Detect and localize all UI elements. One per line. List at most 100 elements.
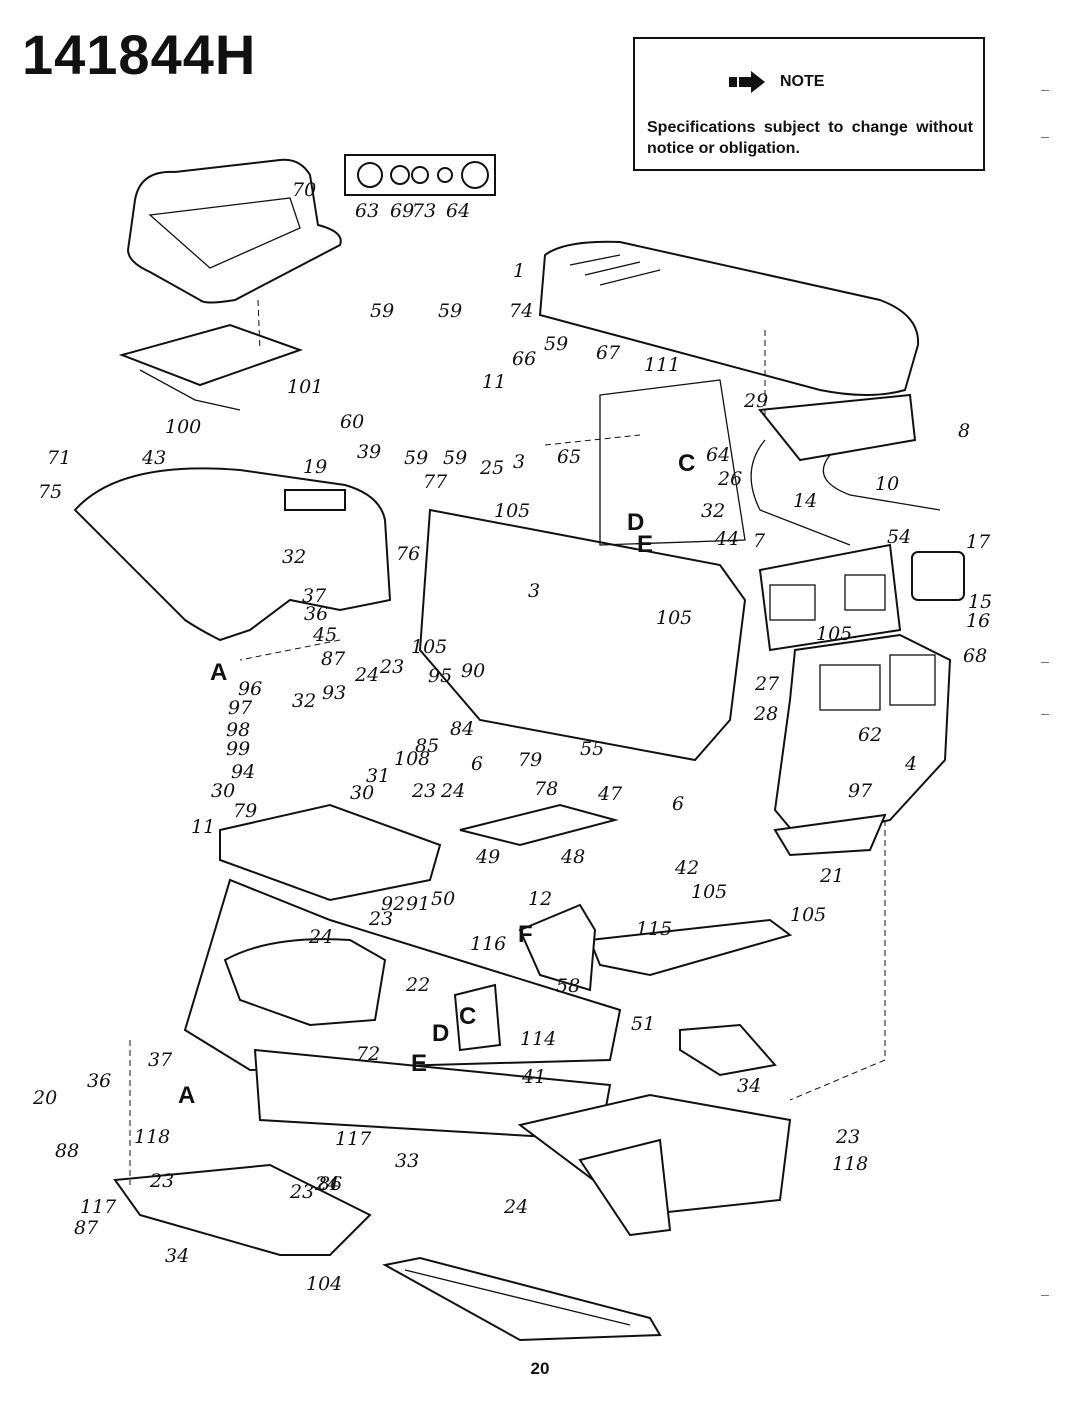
deflector [588,918,793,977]
callout: 43 [141,447,166,469]
arrow-right-icon [729,71,765,93]
callout: 87 [321,648,346,670]
callout: 1 [513,260,525,282]
callout: 20 [32,1087,57,1109]
callout: 8 [958,420,970,442]
callout: 23 [411,780,436,802]
edge-mark [1041,714,1049,715]
callout: 70 [292,179,316,201]
ref-letter-e: E [637,531,653,558]
hood-bracket [750,393,941,546]
ref-letter-a: A [178,1082,195,1109]
callout: 16 [966,610,990,632]
callout: 50 [431,888,455,910]
callout: 47 [597,783,623,805]
callout: 34 [165,1245,189,1267]
callout: 19 [303,456,327,478]
callout: 115 [636,918,672,940]
callout: 93 [322,682,346,704]
model-number: 141844H [22,23,257,86]
callout: 39 [357,441,381,463]
callout: 73 [412,200,436,222]
callout: 79 [518,749,542,771]
callout: 76 [396,543,420,565]
callout: 27 [754,673,780,695]
callout: 23 [149,1170,174,1192]
callout: 31 [366,765,390,787]
callout: 60 [340,411,364,433]
callout: 21 [819,865,844,887]
callout: 117 [80,1196,117,1218]
callout: 114 [520,1028,556,1050]
callout: 24 [440,780,465,802]
reference-letters: A A C C D D E E F [178,450,695,1109]
callout: 37 [148,1049,173,1071]
callout: 88 [55,1140,79,1162]
callout: 51 [631,1013,655,1035]
callout: 58 [556,975,580,997]
callout: 32 [292,690,316,712]
callout: 91 [406,893,430,915]
callout: 75 [38,481,62,503]
callout: 11 [191,816,215,838]
callout: 42 [674,857,699,879]
callout: 117 [335,1128,372,1150]
callout: 24 [308,926,333,948]
callout: 59 [544,333,568,355]
callout: 22 [405,974,430,996]
grille [773,633,952,857]
callout: 25 [479,457,504,479]
callout: 98 [226,719,250,741]
callout: 36 [87,1070,111,1092]
callout: 105 [691,881,727,903]
callout: 64 [446,200,470,222]
callout: 33 [395,1150,419,1172]
headlight-bracket [758,543,965,652]
callout: 49 [475,846,500,868]
callout: 92 [381,893,405,915]
callout: 24 [354,664,379,686]
callout: 72 [356,1043,380,1065]
callout: 86 [318,1173,342,1195]
footrest-right [679,1023,777,1077]
callout: 55 [580,738,604,760]
callout: 44 [714,528,739,550]
callout: 36 [304,603,328,625]
callout: 7 [753,530,766,552]
callout: 69 [390,200,414,222]
pedal-plate [459,803,619,847]
callout: 63 [355,200,379,222]
callout: 12 [528,888,552,910]
ref-letter-d: D [432,1020,449,1047]
callout: 87 [74,1217,99,1239]
callout: 34 [737,1075,761,1097]
edge-mark [1041,1295,1049,1296]
callout: 41 [521,1066,546,1088]
callout: 101 [287,376,323,398]
callout: 68 [963,645,987,667]
callout: 4 [904,753,917,775]
callout: 6 [471,753,483,775]
footrest-left [113,1163,372,1256]
callout: 78 [534,778,558,800]
frame [183,803,792,1237]
callout: 105 [494,500,530,522]
callout: 28 [753,703,778,725]
callout: 23 [379,656,404,678]
callout: 24 [314,1173,339,1195]
callout: 105 [816,623,852,645]
callout: 97 [228,697,253,719]
ref-letter-c: C [459,1003,476,1030]
callout: 100 [165,416,201,438]
seat-bracket [118,323,303,411]
callout: 118 [134,1126,170,1148]
callout: 71 [47,447,71,469]
callout: 26 [717,468,742,490]
callout: 79 [233,800,257,822]
callouts: 70 63 69 73 64 1 59 59 74 59 67 66 111 1… [32,179,992,1295]
dash-panel [418,379,747,762]
seat [126,158,342,304]
callout: 111 [644,354,680,376]
leader-lines [129,299,886,1185]
